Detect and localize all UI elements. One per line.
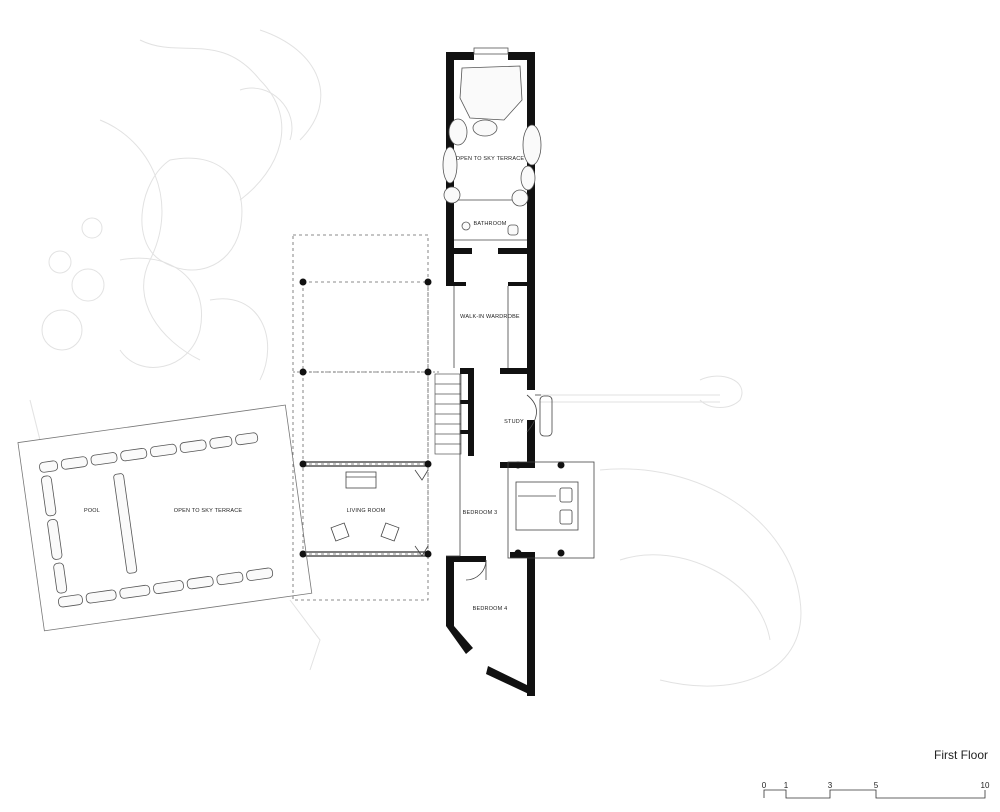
label-pool: POOL <box>84 508 100 514</box>
label-living: LIVING ROOM <box>347 508 386 514</box>
label-terrace-top: OPEN TO SKY TERRACE <box>456 156 525 162</box>
columns <box>299 278 565 558</box>
scale-tick-0: 0 <box>762 781 767 790</box>
landscape-background <box>29 29 802 687</box>
scale-bar <box>763 789 986 799</box>
plan-title: First Floor <box>934 748 988 762</box>
label-study: STUDY <box>504 419 524 425</box>
pergola-outline <box>292 234 440 601</box>
living-room-furniture <box>330 469 429 557</box>
bedroom-3-bed <box>507 395 595 559</box>
label-bedroom3: BEDROOM 3 <box>463 510 498 516</box>
label-terrace-pool: OPEN TO SKY TERRACE <box>174 508 243 514</box>
scale-tick-10: 10 <box>981 781 990 790</box>
label-wardrobe: WALK-IN WARDROBE <box>460 314 520 320</box>
scale-tick-1: 1 <box>784 781 789 790</box>
scale-tick-5: 5 <box>874 781 879 790</box>
label-bedroom4: BEDROOM 4 <box>473 606 508 612</box>
beams <box>303 461 428 557</box>
scale-tick-3: 3 <box>828 781 833 790</box>
label-bathroom: BATHROOM <box>474 221 507 227</box>
interior-lines <box>446 199 541 581</box>
room-labels: OPEN TO SKY TERRACE BATHROOM WALK-IN WAR… <box>84 156 524 612</box>
staircase <box>434 373 462 455</box>
pool-terrace-block <box>17 404 313 632</box>
scale-ticks: 0 1 3 5 10 <box>762 781 990 790</box>
terrace-stones-top <box>442 47 542 236</box>
